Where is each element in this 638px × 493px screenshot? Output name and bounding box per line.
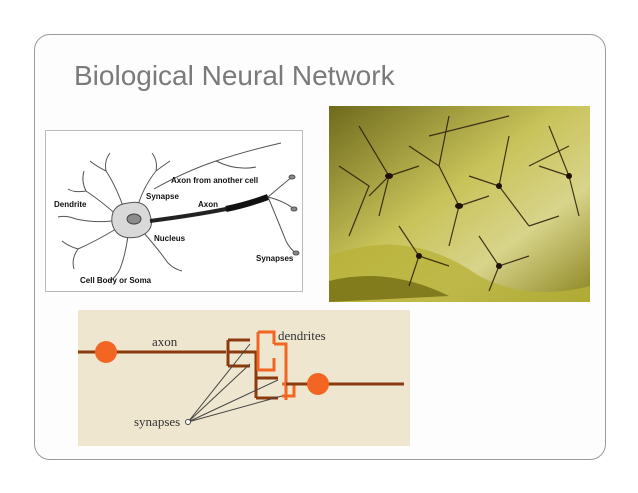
label-nucleus: Nucleus [154,234,186,243]
label-axon: axon [152,334,178,349]
label-synapse: Synapse [146,192,179,201]
label-synapses: synapses [134,414,180,429]
label-dendrites: dendrites [278,328,326,343]
micrograph-svg [329,106,590,302]
axon-terminals [226,338,278,400]
axon-terminals [267,174,300,256]
label-dendrite: Dendrite [54,200,87,209]
label-axon-from-another-cell: Axon from another cell [171,176,258,185]
slide-title: Biological Neural Network [74,60,395,91]
myelin [225,194,270,212]
label-cell-body: Cell Body or Soma [80,276,152,285]
synapse-background [78,310,410,446]
synapse-diagram: axon dendrites synapses [78,310,410,446]
nucleus [126,213,142,225]
neuron-a-body [95,341,117,363]
neuron-svg: Axon from another cell Synapse Axon Dend… [54,142,300,285]
neuron-micrograph [329,106,590,302]
neuron-diagram: Axon from another cell Synapse Axon Dend… [45,130,303,292]
label-axon: Axon [198,200,218,209]
label-synapses: Synapses [256,254,294,263]
incoming-axon [153,142,282,190]
synapse-pointers [187,343,283,423]
neuron-b-body [307,373,329,395]
synapse-svg: axon dendrites synapses [78,310,410,446]
dendrite-branches [256,330,300,400]
synapse-marker [185,419,191,425]
